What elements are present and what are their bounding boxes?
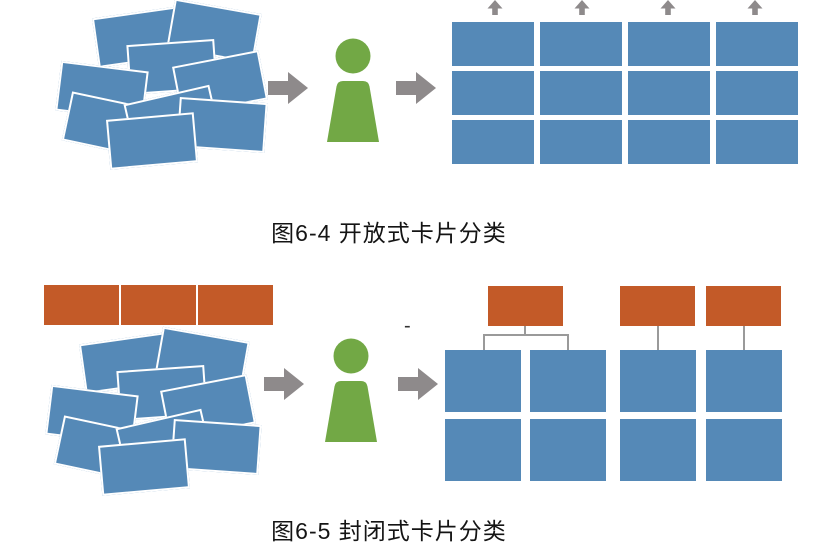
sorted-card <box>628 22 710 66</box>
stray-dash: - <box>404 315 411 337</box>
sorted-card <box>628 120 710 164</box>
card-group-1 <box>445 350 606 481</box>
group-header-card <box>488 286 563 326</box>
figure-caption-closed: 图6-5 封闭式卡片分类 <box>271 518 507 544</box>
grouped-card <box>445 350 521 412</box>
card-group-3 <box>706 350 782 481</box>
person-icon <box>327 38 379 142</box>
category-card <box>198 285 273 325</box>
grouped-card <box>706 419 782 481</box>
connector-bracket <box>483 334 569 351</box>
arrow-right-icon <box>398 368 438 400</box>
sorted-card <box>452 120 534 164</box>
connector-line <box>524 326 526 335</box>
grouped-card <box>706 350 782 412</box>
arrow-up-icon <box>574 0 590 15</box>
sorted-card <box>452 22 534 66</box>
grouped-card <box>620 350 696 412</box>
arrow-right-icon <box>264 368 304 400</box>
person-icon <box>325 338 377 442</box>
sorted-card <box>452 71 534 115</box>
arrow-right-icon <box>268 72 308 104</box>
arrow-right-icon <box>396 72 436 104</box>
sorted-card-grid <box>452 22 798 164</box>
group-header-card <box>620 286 695 326</box>
sorted-card <box>716 22 798 66</box>
arrow-up-icon <box>660 0 676 15</box>
arrow-up-icon <box>747 0 763 15</box>
figure-caption-open: 图6-4 开放式卡片分类 <box>271 220 507 246</box>
connector-line <box>657 326 659 351</box>
connector-line <box>743 326 745 351</box>
grouped-card <box>530 350 606 412</box>
category-card <box>121 285 196 325</box>
grouped-card <box>530 419 606 481</box>
group-header-card <box>706 286 781 326</box>
sorted-card <box>628 71 710 115</box>
sorted-card <box>540 22 622 66</box>
grouped-card <box>445 419 521 481</box>
card-group-2 <box>620 350 696 481</box>
sorted-card <box>540 71 622 115</box>
sorted-card <box>716 71 798 115</box>
column-up-arrows <box>452 0 798 15</box>
arrow-up-icon <box>487 0 503 15</box>
category-card <box>44 285 119 325</box>
sorted-card <box>540 120 622 164</box>
predefined-category-row <box>44 285 273 325</box>
scattered-card <box>97 438 191 496</box>
grouped-card <box>620 419 696 481</box>
sorted-card <box>716 120 798 164</box>
scattered-card <box>105 112 199 170</box>
